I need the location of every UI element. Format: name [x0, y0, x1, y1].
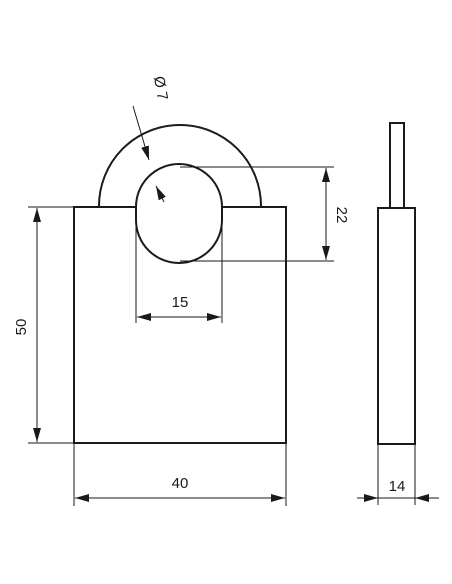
- lock-body-front: [73, 206, 287, 444]
- dim-leader-diameter-inner: [155, 185, 166, 203]
- shackle-outer-arc: [98, 124, 262, 207]
- label-shackle-diameter: Ø 7: [150, 75, 171, 102]
- label-body-thickness: 14: [389, 478, 406, 495]
- label-shackle-clearance: 22: [333, 207, 350, 224]
- label-body-width: 40: [172, 475, 189, 492]
- lock-body-side: [377, 207, 416, 445]
- dim-leader-diameter: [132, 105, 150, 161]
- shackle-inner-arc: [135, 163, 223, 208]
- shackle-side: [389, 122, 405, 209]
- label-shackle-width: 15: [172, 294, 189, 311]
- label-body-height: 50: [13, 319, 30, 336]
